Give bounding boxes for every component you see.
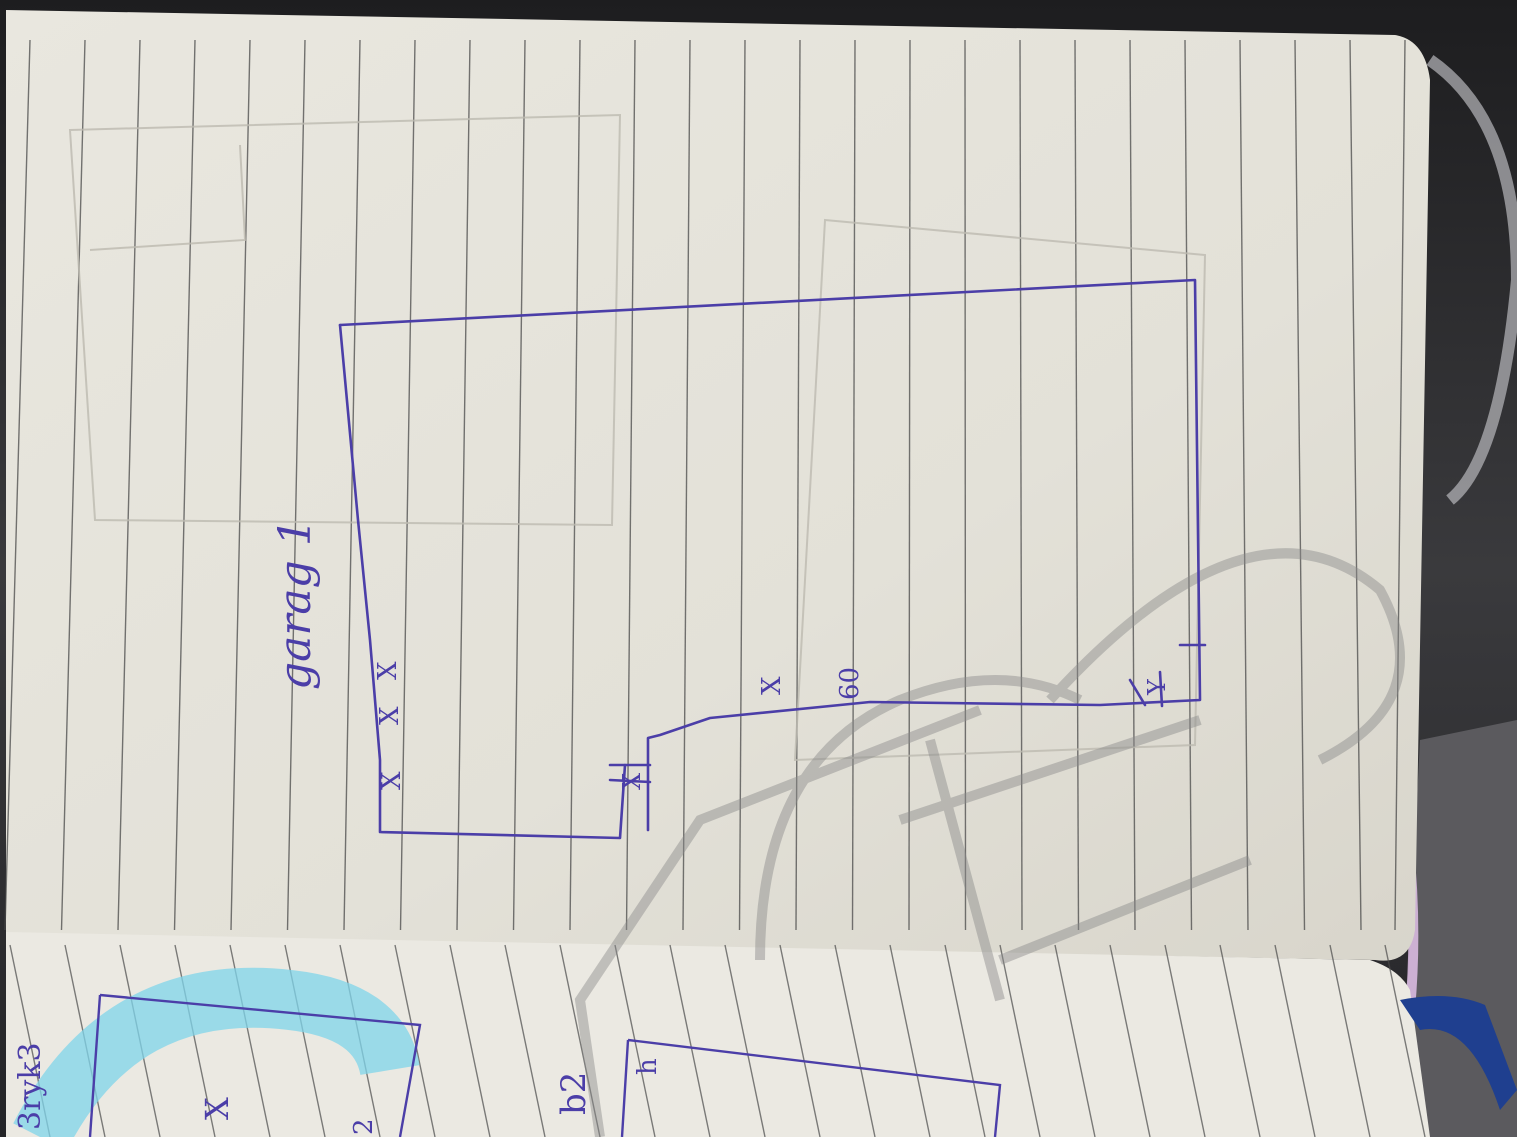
floor-plan-outline [338, 278, 1202, 832]
ruled-line [504, 944, 546, 1137]
ruled-line [1054, 944, 1096, 1137]
mark-4: X [618, 773, 646, 790]
mark-5: X [757, 676, 787, 695]
ruled-lines-upper [4, 39, 1406, 931]
ruled-line [1184, 39, 1193, 931]
ruled-line [60, 39, 86, 931]
ruled-line [851, 39, 856, 931]
ruled-line [908, 39, 911, 931]
ruled-lines-lower [9, 944, 1426, 1137]
ruled-line [399, 39, 416, 931]
ruled-line [738, 39, 746, 931]
ruled-line [1219, 944, 1261, 1137]
ruled-line [1109, 944, 1151, 1137]
ruled-line [173, 39, 196, 931]
sketch-labels: garag 1 X X X X X Y 60 [270, 518, 1171, 790]
lower-label-5: h [633, 1058, 663, 1075]
ruled-line [1019, 39, 1023, 931]
ace-watermark [574, 548, 1405, 1137]
ruled-line [1294, 39, 1306, 931]
ruled-line [1074, 39, 1080, 931]
lower-page-labels: 3ryk3 X 2 b2 h [13, 1042, 663, 1135]
annotation-60: 60 [835, 667, 865, 700]
ruled-line [1274, 944, 1316, 1137]
show-through-ghost-drawing [68, 113, 1207, 762]
mark-3: X [373, 661, 403, 680]
ruled-line [1239, 39, 1249, 931]
ruled-line [795, 39, 801, 931]
ruled-line [4, 39, 31, 931]
mark-2: X [375, 706, 405, 725]
ruled-line [559, 944, 601, 1137]
ruled-line [1329, 944, 1371, 1137]
ruled-line [1384, 944, 1426, 1137]
ruled-line [1164, 944, 1206, 1137]
door-mark-bottom [1128, 643, 1207, 708]
cyan-watermark-arc [13, 967, 420, 1137]
ruled-line [944, 944, 986, 1137]
lower-label-4: b2 [554, 1072, 594, 1115]
lower-rect-right [620, 1038, 1002, 1137]
lower-label-3: 2 [349, 1118, 379, 1135]
steering-wheel-rim [1426, 55, 1517, 505]
ruled-line [779, 944, 821, 1137]
wall-notch [608, 763, 652, 784]
ruled-line [889, 944, 931, 1137]
notebook-page-lower [6, 932, 1430, 1137]
ruled-line [449, 944, 491, 1137]
mark-6: Y [1143, 678, 1171, 696]
ruled-line [1349, 39, 1362, 931]
ruled-line [456, 39, 471, 931]
lower-page-sketch [88, 993, 1002, 1137]
notebook-page-upper [6, 10, 1430, 961]
mark-1: X [377, 771, 407, 790]
ruled-line [682, 39, 691, 931]
ruled-line [394, 944, 436, 1137]
floor-plan-sketch [338, 278, 1207, 840]
ruled-line [512, 39, 526, 931]
ruled-line [286, 39, 306, 931]
lower-label-2: X [198, 1097, 236, 1120]
ruled-line [834, 944, 876, 1137]
room-title: garag 1 [270, 518, 321, 690]
ruled-line [569, 39, 581, 931]
ruled-line [117, 39, 141, 931]
ruled-line [1129, 39, 1136, 931]
ruled-line [669, 944, 711, 1137]
ruled-line [343, 39, 361, 931]
ruled-line [964, 39, 967, 931]
ruled-line [999, 944, 1041, 1137]
lower-rect-left [88, 993, 422, 1137]
bookmark-ribbon [1400, 996, 1517, 1110]
ruled-line [230, 39, 251, 931]
floor-plan-left-wall [338, 323, 627, 840]
ruled-line [724, 944, 766, 1137]
lower-label-1: 3ryk3 [13, 1042, 48, 1130]
ruled-line [1394, 39, 1406, 931]
